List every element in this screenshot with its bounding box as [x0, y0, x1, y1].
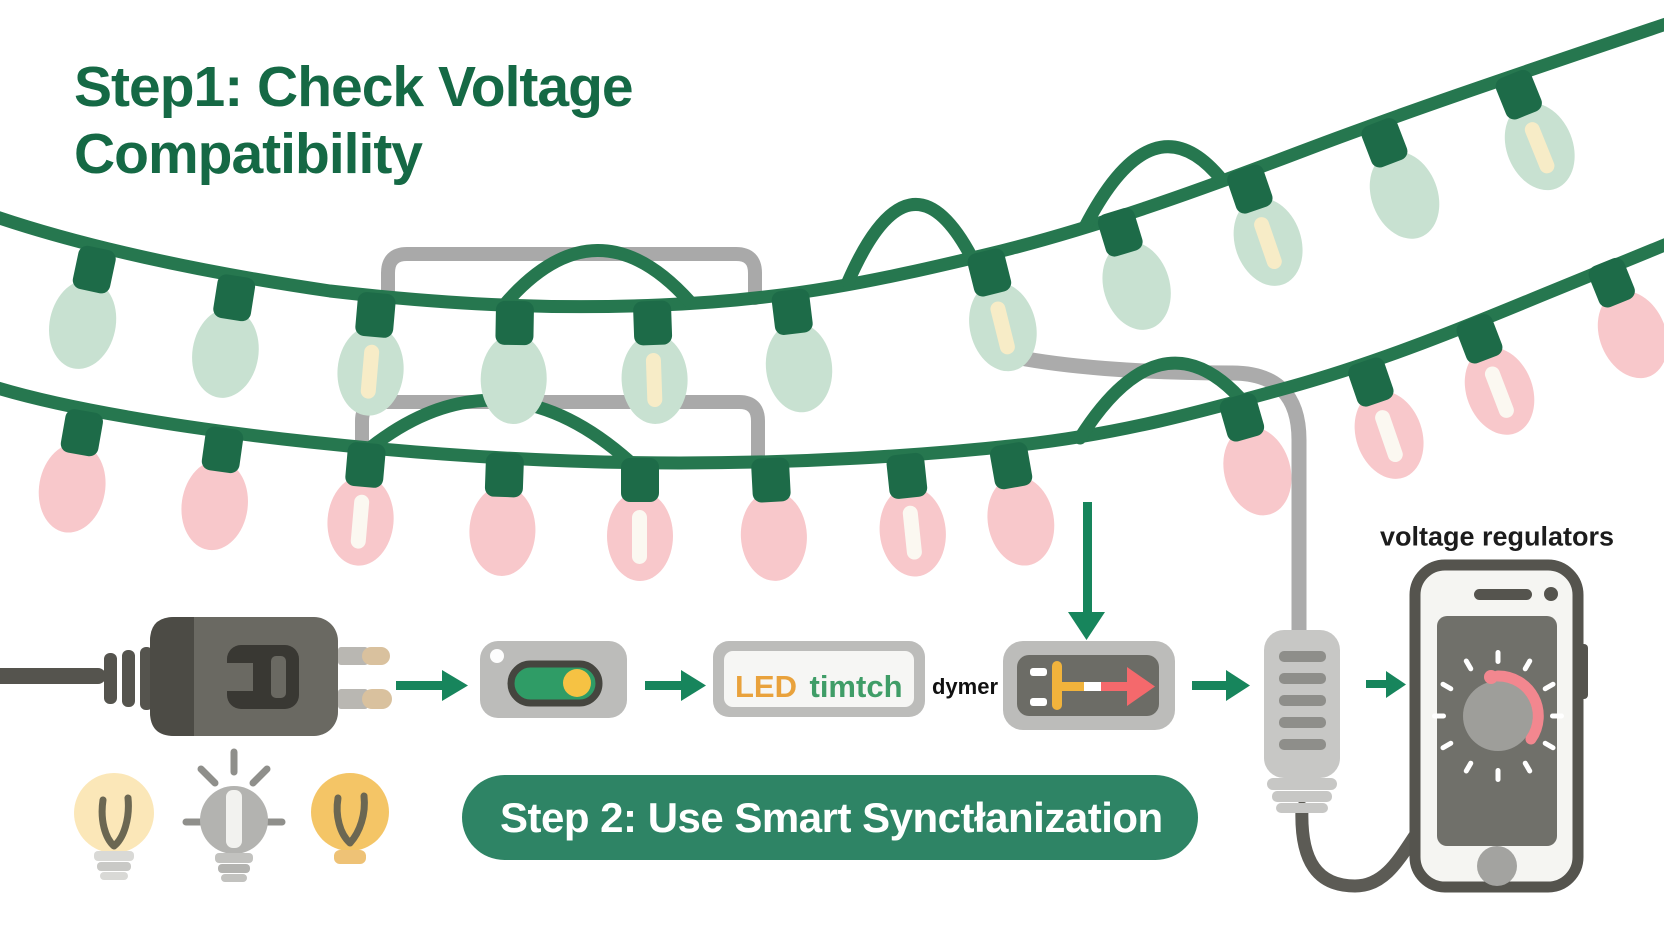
- led-label: LED: [735, 669, 797, 704]
- light-bulb: [1219, 393, 1292, 516]
- light-bulb: [1456, 314, 1535, 435]
- lower-string-wire: [0, 238, 1664, 470]
- page-title: Step1: Check Voltage Compatibility: [74, 55, 634, 186]
- wire-loop: [1078, 140, 1229, 234]
- light-bulb: [337, 292, 404, 416]
- light-bulb: [469, 452, 536, 576]
- dial-knob: [1463, 681, 1533, 751]
- smartphone-dial-icon: [1409, 559, 1588, 893]
- wire-loop: [1073, 356, 1247, 445]
- inline-adapter-icon: [1264, 630, 1439, 893]
- light-bulb: [987, 442, 1055, 566]
- wire-loop: [498, 244, 697, 311]
- flow-arrow-icon: [1366, 671, 1406, 698]
- dial-level-arc: [1492, 670, 1544, 745]
- bright-bulb-icon: [311, 773, 389, 864]
- flow-arrow-icon: [1192, 670, 1250, 701]
- light-bulb: [607, 458, 673, 581]
- light-bulb: [327, 442, 394, 566]
- light-bulb: [38, 409, 106, 533]
- lower-string-bulbs: [38, 257, 1664, 581]
- flow-arrows: [396, 670, 1406, 701]
- dimmer-slider-icon: [1003, 641, 1175, 730]
- gray-wire-arches: [355, 247, 765, 471]
- step2-banner-text: Step 2: Use Smart Synctłanization: [500, 793, 1163, 841]
- warm-bulb-icon: [74, 773, 154, 880]
- power-plug-icon: [0, 617, 392, 736]
- light-bulb: [879, 452, 946, 577]
- light-bulb: [740, 457, 807, 581]
- light-bulb: [49, 245, 117, 369]
- light-bulb: [181, 426, 248, 551]
- flow-arrow-icon: [396, 670, 468, 701]
- light-bulb: [1361, 118, 1440, 239]
- voltage-regulators-label: voltage regulators: [1379, 521, 1615, 552]
- light-bulb: [1097, 207, 1171, 330]
- light-bulb: [967, 248, 1037, 372]
- top-string-bulbs: [49, 69, 1575, 424]
- down-arrow-icon: [1068, 502, 1105, 640]
- toggle-switch-icon: [480, 641, 627, 718]
- led-suffix-label: timtch: [810, 669, 903, 704]
- light-bulb: [480, 300, 547, 424]
- light-bulb: [1495, 69, 1575, 191]
- light-bulb: [621, 300, 688, 424]
- off-bulb-icon: [182, 748, 286, 882]
- top-string-wire: [0, 17, 1664, 314]
- light-bulb: [1348, 357, 1424, 479]
- step2-banner: Step 2: Use Smart Synctłanization: [462, 775, 1198, 860]
- light-bulb: [1588, 257, 1664, 379]
- light-bulb: [1227, 164, 1303, 286]
- flow-arrow-icon: [645, 670, 706, 701]
- light-bulb: [765, 288, 833, 413]
- dial-ticks: [1432, 650, 1564, 782]
- light-bulb: [192, 274, 259, 398]
- led-timer-icon: LED timtch: [713, 641, 925, 717]
- dimmer-label: dymer: [931, 674, 999, 699]
- wire-loop: [841, 198, 979, 289]
